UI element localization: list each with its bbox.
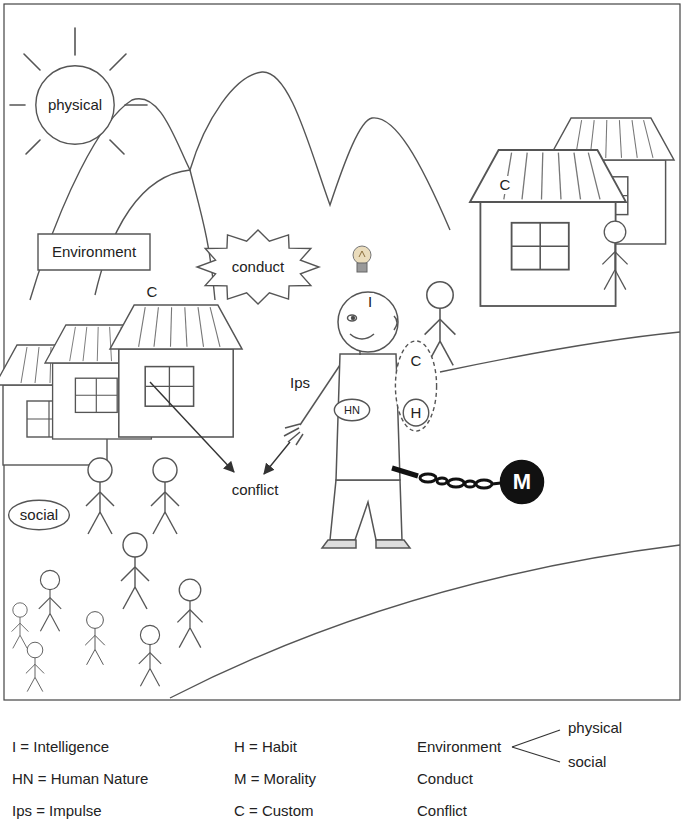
- ball-chain: [392, 468, 418, 476]
- road: [170, 332, 680, 698]
- morality-ball-outline: [500, 460, 543, 503]
- node-text: C: [411, 352, 422, 369]
- ball-chain: [392, 468, 501, 488]
- person-figure: [330, 480, 402, 540]
- ball-chain: [437, 478, 447, 484]
- conduct-burst-outline: [197, 230, 319, 304]
- legend-text: Conduct: [415, 770, 475, 788]
- conflict-arrows: [150, 382, 234, 472]
- node-text: M: [513, 469, 531, 494]
- legend-text: Conflict: [415, 802, 469, 819]
- sun-rays: [125, 104, 147, 106]
- crowd: [26, 642, 44, 691]
- legend-text: social: [566, 753, 608, 771]
- drawing-label: Ips: [288, 374, 312, 392]
- node-text: H: [411, 404, 422, 421]
- custom-ellipse: HC: [395, 340, 437, 432]
- crowd: [177, 579, 202, 647]
- legend-text: M = Morality: [232, 770, 318, 788]
- ball-chain: [448, 479, 464, 487]
- mountains: [30, 72, 450, 300]
- road: [170, 545, 680, 698]
- bystanders: [602, 221, 627, 289]
- crowd: [86, 458, 114, 534]
- legend-bracket: [512, 747, 560, 762]
- ball-chain: [476, 480, 492, 488]
- sun-circle-outline: [36, 66, 114, 144]
- habit-hand: H: [403, 399, 429, 426]
- legend-bracket: [512, 730, 560, 747]
- person-figure: [348, 315, 357, 321]
- habit-hand-outline: [403, 400, 428, 427]
- drawing-label: conflict: [230, 481, 281, 499]
- node-text: physical: [48, 96, 102, 113]
- person-figure: [352, 317, 355, 320]
- sun-rays: [10, 28, 147, 154]
- legend-text: Ips = Impulse: [10, 802, 104, 819]
- environment-box-outline: [38, 234, 150, 270]
- sun-circle: physical: [35, 65, 115, 145]
- sun-rays: [24, 54, 40, 70]
- ball-chain: [465, 481, 475, 487]
- node-text: Environment: [52, 243, 136, 260]
- houses-left: [110, 305, 242, 437]
- sun-rays: [110, 140, 124, 154]
- social-ellipse: social: [8, 500, 70, 530]
- bystanders: [425, 221, 628, 365]
- sun-rays: [26, 140, 40, 154]
- node-text: social: [20, 506, 58, 523]
- human-nature-ellipse: HN: [334, 399, 370, 421]
- person-figure: [350, 334, 374, 339]
- crowd: [139, 625, 161, 686]
- person-figure: [376, 540, 410, 548]
- person-figure: [394, 316, 397, 330]
- sun-rays: [10, 104, 25, 106]
- social-ellipse-outline: [9, 500, 70, 529]
- conflict-arrows: [150, 382, 290, 474]
- custom-ellipse-outline: [395, 341, 436, 431]
- ball-chain: [492, 483, 501, 484]
- legend-text: HN = Human Nature: [10, 770, 150, 788]
- legend-text: H = Habit: [232, 738, 299, 756]
- drawing-label: C: [145, 283, 160, 301]
- houses-right: [470, 118, 674, 306]
- road: [440, 332, 680, 372]
- person-figure: [338, 292, 398, 352]
- lightbulb: [353, 246, 371, 264]
- person-figure: [322, 540, 356, 548]
- node-text: HN: [344, 404, 360, 417]
- drawing-label: C: [498, 176, 513, 194]
- legend-text: C = Custom: [232, 802, 316, 819]
- person-figure: [284, 424, 303, 445]
- legend-text: I = Intelligence: [10, 738, 111, 756]
- lightbulb: [353, 246, 371, 272]
- morality-ball: M: [500, 460, 544, 504]
- crowd: [151, 458, 179, 534]
- crowd: [12, 603, 29, 649]
- picture-frame: [4, 4, 680, 700]
- crowd: [39, 570, 61, 631]
- legend-text: Environment: [415, 738, 503, 756]
- human-nature-ellipse-outline: [334, 399, 369, 421]
- legend-bracket: [512, 730, 560, 762]
- crowd: [85, 612, 105, 665]
- conduct-burst: conduct: [197, 230, 319, 304]
- lightbulb: [357, 263, 367, 272]
- sun-rays: [74, 28, 76, 55]
- node-text: conduct: [232, 258, 285, 275]
- environment-box: Environment: [38, 234, 150, 270]
- drawing-label: I: [366, 293, 374, 311]
- conflict-arrows: [264, 442, 290, 474]
- mountains: [95, 170, 190, 295]
- mountains: [30, 72, 450, 300]
- crowd: [121, 533, 149, 609]
- houses-right: [470, 150, 626, 306]
- crowd: [12, 458, 203, 692]
- person-figure: [284, 292, 410, 548]
- sun-rays: [110, 54, 126, 70]
- ball-chain: [420, 474, 436, 482]
- legend-text: physical: [566, 719, 624, 737]
- lightbulb: [359, 251, 365, 257]
